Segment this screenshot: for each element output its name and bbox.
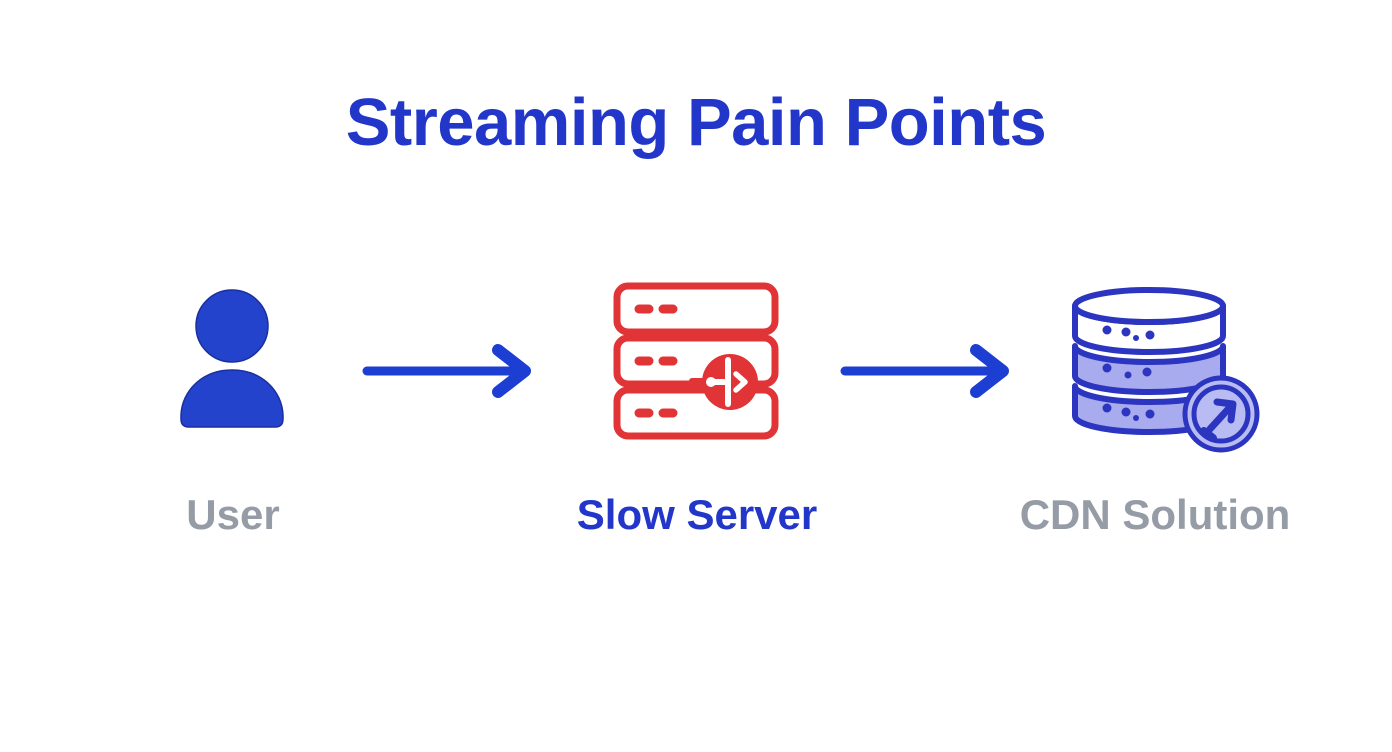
page-title: Streaming Pain Points (345, 85, 1047, 160)
arrow-right-icon (838, 339, 1033, 403)
node-label-cdn-solution: CDN Solution (1019, 491, 1291, 538)
arrow-right-icon (360, 339, 555, 403)
slow-server-icon (612, 282, 780, 440)
cdn-database-icon (1071, 284, 1263, 462)
node-label-slow-server: Slow Server (576, 491, 818, 538)
node-label-user: User (186, 491, 280, 538)
user-icon (168, 288, 300, 436)
